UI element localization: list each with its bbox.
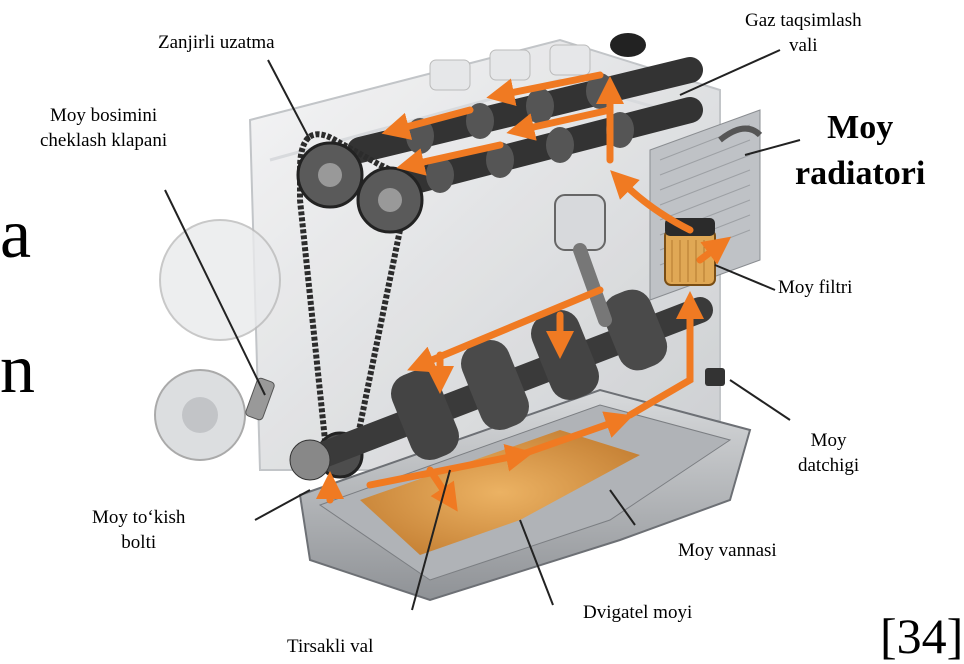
label-crankshaft: Tirsakli val — [287, 636, 374, 657]
label-chain-drive: Zanjirli uzatma — [158, 32, 275, 53]
label-engine-oil: Dvigatel moyi — [583, 602, 693, 623]
label-oil-radiator: Moy radiatori — [795, 109, 926, 192]
label-oil-pan: Moy vannasi — [678, 540, 777, 561]
label-oil-sensor: Moy datchigi — [798, 430, 860, 476]
side-letter-a: a — [0, 196, 32, 273]
label-camshaft: Gaz taqsimlash vali — [745, 10, 862, 56]
label-oil-filter: Moy filtri — [778, 277, 853, 298]
reference-number: [34] — [880, 608, 964, 664]
oil-pan — [298, 388, 752, 602]
oil-sensor — [705, 368, 725, 386]
oil-pressure-valve — [245, 377, 275, 421]
leader-lines — [164, 49, 801, 611]
label-oil-pressure-valve: Moy bosimini cheklash klapani — [40, 105, 168, 151]
oil-flow-arrows — [316, 71, 732, 512]
oil-cap — [610, 33, 646, 57]
side-letter-n: n — [0, 331, 35, 408]
label-drain-bolt: Moy to‘kish bolti — [92, 507, 186, 553]
piston — [554, 194, 612, 327]
